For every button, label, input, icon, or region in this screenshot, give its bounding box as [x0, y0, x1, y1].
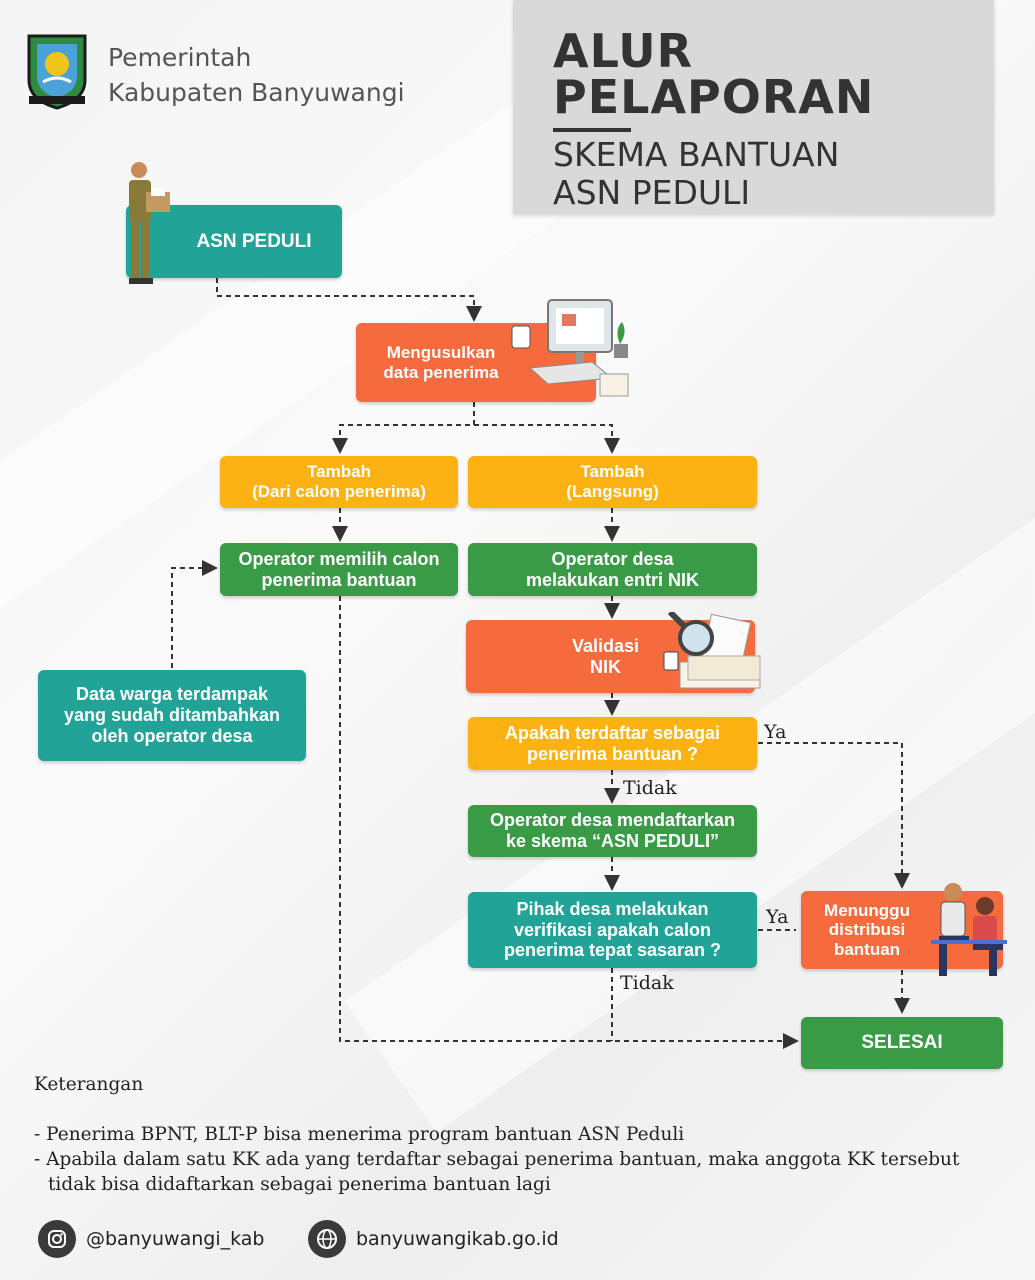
tidak-label-1: Tidak [623, 777, 677, 799]
operator-entri-line1: Operator desa [551, 548, 674, 569]
apakah-line2: penerima bantuan ? [526, 743, 699, 764]
asn-peduli-box: ASN PEDULI [126, 205, 342, 278]
operator-memilih-line1: Operator memilih calon [238, 548, 440, 569]
operator-entri-line2: melakukan entri NIK [525, 569, 700, 590]
subtitle-line2: ASN PEDULI [553, 173, 751, 212]
notes-line3: tidak bisa didaftarkan sebagai penerima … [48, 1174, 551, 1195]
tambah-calon-line2: (Dari calon penerima) [252, 482, 426, 501]
globe-icon [308, 1220, 346, 1258]
notes-line2: - Apabila dalam satu KK ada yang terdaft… [34, 1149, 960, 1170]
title-line1: ALUR [553, 24, 694, 78]
title-panel: ALUR PELAPORAN SKEMA BANTUAN ASN PEDULI [513, 0, 994, 214]
operator-memilih-box: Operator memilih calon penerima bantuan [220, 543, 458, 596]
magnifier-documents-icon [663, 612, 761, 689]
org-line1: Pemerintah [108, 43, 252, 72]
tambah-langsung-box: Tambah (Langsung) [468, 456, 757, 508]
menunggu-box: Menunggu distribusi bantuan [801, 891, 1003, 969]
subtitle-line1: SKEMA BANTUAN [553, 135, 840, 174]
verifikasi-line2: verifikasi apakah calon [513, 919, 712, 940]
verifikasi-box: Pihak desa melakukan verifikasi apakah c… [468, 892, 757, 968]
mendaftarkan-line2: ke skema “ASN PEDULI” [505, 831, 720, 851]
selesai-box: SELESAI [801, 1017, 1003, 1069]
validasi-line2: NIK [590, 656, 621, 677]
mendaftarkan-box: Operator desa mendaftarkan ke skema “ASN… [468, 805, 757, 857]
data-warga-line3: oleh operator desa [91, 725, 253, 746]
instagram-handle: @banyuwangi_kab [86, 1228, 265, 1250]
operator-entri-box: Operator desa melakukan entri NIK [468, 543, 757, 596]
validasi-line1: Validasi [571, 635, 640, 656]
ya-label-1: Ya [764, 721, 787, 743]
menunggu-line2: distribusi [828, 920, 906, 940]
mengusulkan-line2: data penerima [383, 362, 499, 382]
tambah-langsung-line2: (Langsung) [566, 482, 659, 501]
notes-line1: - Penerima BPNT, BLT-P bisa menerima pro… [34, 1124, 685, 1145]
tambah-calon-box: Tambah (Dari calon penerima) [220, 456, 458, 508]
instagram-icon [38, 1220, 76, 1258]
menunggu-line3: bantuan [833, 939, 901, 959]
apakah-terdaftar-box: Apakah terdaftar sebagai penerima bantua… [468, 717, 757, 770]
instagram-link[interactable]: @banyuwangi_kab [38, 1220, 264, 1258]
title-underline [553, 128, 631, 132]
asn-peduli-label: ASN PEDULI [196, 230, 312, 252]
ya-label-2: Ya [766, 906, 789, 928]
org-line2: Kabupaten Banyuwangi [108, 78, 405, 107]
notes-heading: Keterangan [34, 1074, 144, 1095]
mendaftarkan-line1: Operator desa mendaftarkan [489, 810, 736, 831]
website-url: banyuwangikab.go.id [356, 1228, 559, 1250]
title-line2: PELAPORAN [553, 70, 875, 124]
selesai-label: SELESAI [861, 1032, 943, 1054]
tambah-langsung-line1: Tambah [580, 462, 645, 482]
verifikasi-line1: Pihak desa melakukan [516, 898, 709, 919]
banyuwangi-logo [27, 34, 87, 110]
website-link[interactable]: banyuwangikab.go.id [308, 1220, 559, 1258]
person-carrying-box-icon [129, 162, 170, 284]
tidak-label-2: Tidak [620, 972, 674, 994]
menunggu-line1: Menunggu [824, 900, 910, 920]
operator-memilih-line2: penerima bantuan [261, 569, 417, 590]
data-warga-box: Data warga terdampak yang sudah ditambah… [38, 670, 306, 761]
data-warga-line1: Data warga terdampak [75, 684, 269, 705]
people-waiting-icon [931, 883, 1007, 976]
data-warga-line2: yang sudah ditambahkan [63, 705, 281, 726]
computer-desk-icon [511, 299, 629, 397]
tambah-calon-line1: Tambah [307, 462, 371, 482]
verifikasi-line3: penerima tepat sasaran ? [503, 940, 722, 961]
mengusulkan-line1: Mengusulkan [386, 342, 496, 362]
apakah-line1: Apakah terdaftar sebagai [504, 722, 721, 743]
